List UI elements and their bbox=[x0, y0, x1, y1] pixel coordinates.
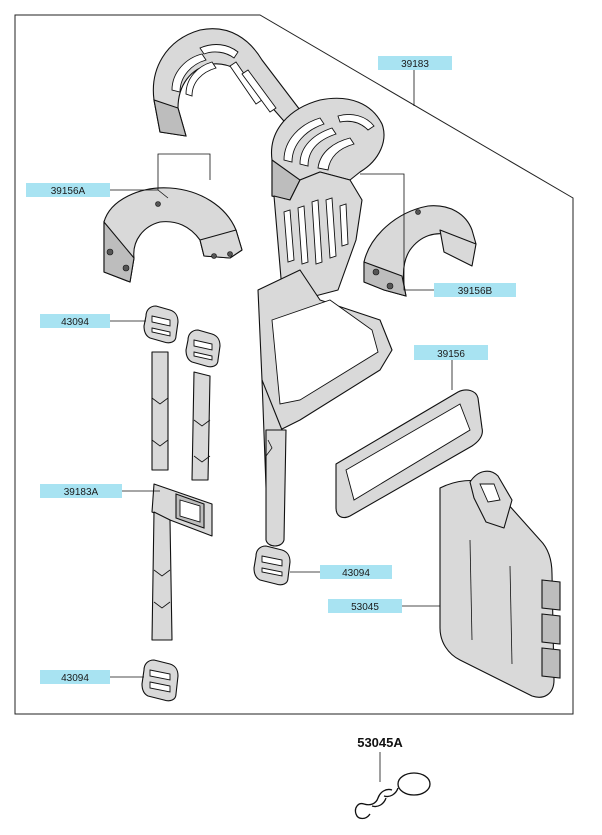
label-53045-text: 53045 bbox=[351, 602, 379, 613]
diagram-frame bbox=[14, 14, 574, 715]
label-39156b: 39156B bbox=[434, 283, 516, 297]
label-39183a: 39183A bbox=[40, 484, 122, 498]
label-43094-top-text: 43094 bbox=[61, 317, 89, 328]
belt-part bbox=[151, 351, 213, 641]
label-39156b-text: 39156B bbox=[458, 286, 493, 297]
label-43094-bottom: 43094 bbox=[40, 670, 110, 684]
harness-frame-part bbox=[152, 28, 393, 547]
label-53045a-text: 53045A bbox=[357, 735, 403, 750]
buckle-top-part bbox=[143, 305, 179, 344]
shoulder-pad-a-part bbox=[103, 187, 243, 283]
label-43094-bottom-text: 43094 bbox=[61, 673, 89, 684]
label-43094-top: 43094 bbox=[40, 314, 110, 328]
label-53045: 53045 bbox=[328, 599, 402, 613]
label-43094-mid-text: 43094 bbox=[342, 568, 370, 579]
leader-39156a bbox=[110, 153, 211, 199]
hook-part bbox=[354, 752, 431, 820]
label-39183a-text: 39183A bbox=[64, 487, 99, 498]
label-39183: 39183 bbox=[378, 56, 452, 70]
label-39156-text: 39156 bbox=[437, 349, 465, 360]
leader-39156b bbox=[360, 173, 434, 291]
buckle-bottom-part bbox=[141, 659, 179, 702]
shoulder-pad-b-part bbox=[363, 205, 477, 297]
label-39156a-text: 39156A bbox=[51, 186, 86, 197]
buckle-top-2-part bbox=[185, 329, 221, 368]
label-39156a: 39156A bbox=[26, 183, 110, 197]
pad-main-part bbox=[335, 389, 483, 519]
label-43094-mid: 43094 bbox=[320, 565, 392, 579]
label-39183-text: 39183 bbox=[401, 59, 429, 70]
hip-pad-part bbox=[439, 470, 561, 698]
buckle-mid-part bbox=[253, 545, 291, 586]
label-39156: 39156 bbox=[414, 345, 488, 360]
